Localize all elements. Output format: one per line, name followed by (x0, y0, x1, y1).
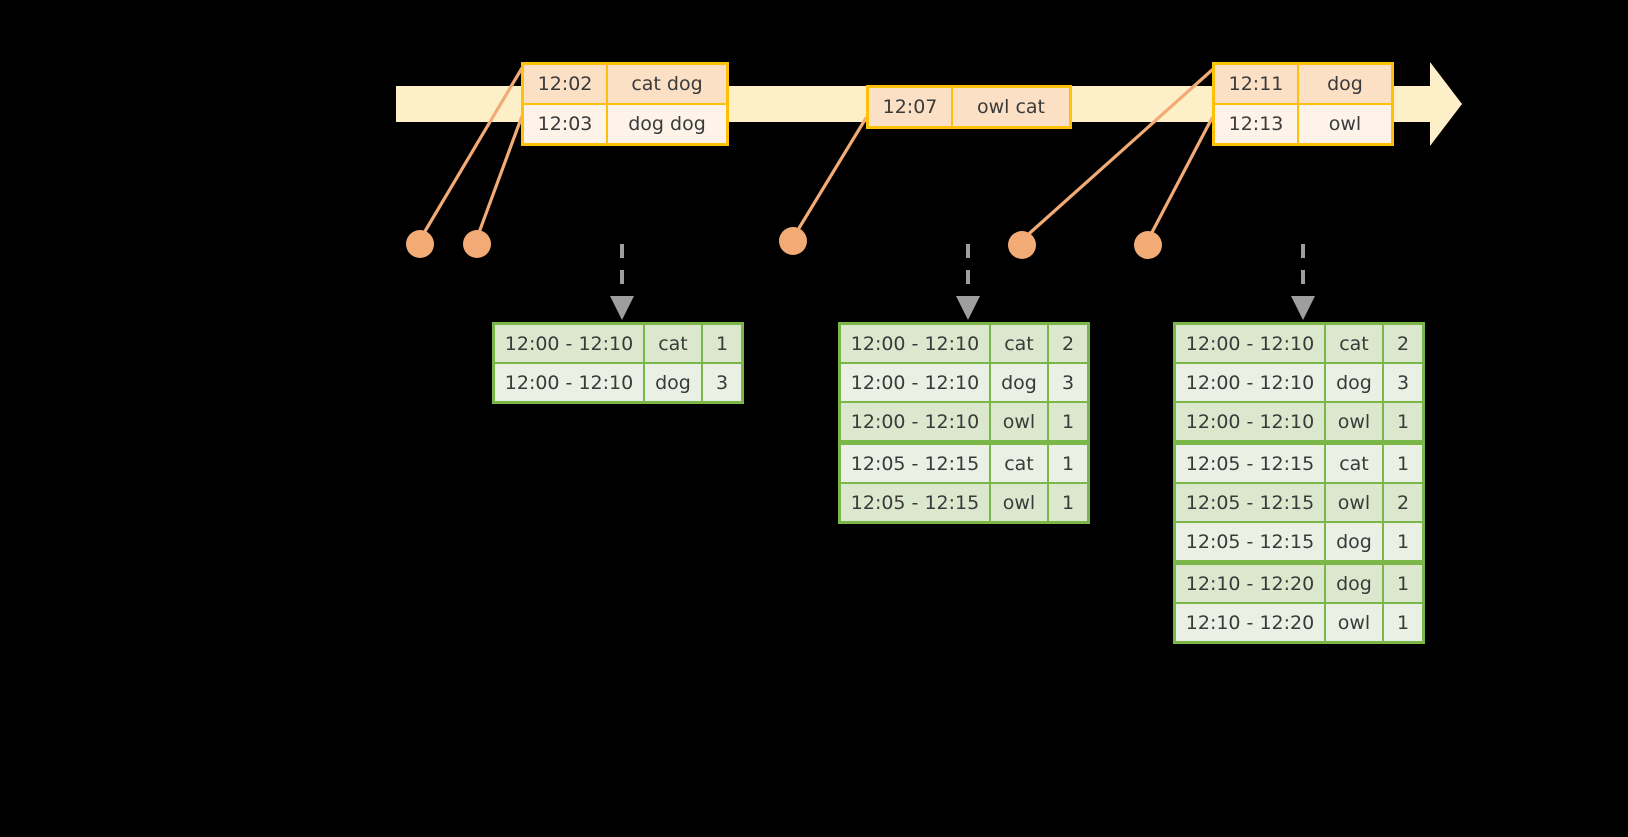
window-cell: 12:00 - 12:10 (841, 364, 989, 401)
stream-dot-5 (1134, 231, 1162, 259)
emit-arrows (610, 244, 1315, 320)
table-row[interactable]: 12:05 - 12:15 dog 1 (1176, 523, 1422, 560)
event-payload: owl cat (976, 96, 1046, 118)
table-row[interactable]: 12:00 - 12:10 cat 2 (841, 325, 1087, 362)
event-time: 12:02 (524, 65, 608, 103)
emit-arrow-2 (956, 244, 980, 320)
result-table-2[interactable]: 12:00 - 12:10 cat 2 12:00 - 12:10 dog 3 … (838, 322, 1090, 524)
stream-dots (406, 227, 1162, 259)
window-cell: 12:05 - 12:15 (1176, 523, 1324, 560)
event-payload: cat dog (631, 73, 703, 95)
table-row[interactable]: 12:10 - 12:20 dog 1 (1176, 562, 1422, 602)
key-cell: dog (991, 364, 1047, 401)
window-cell: 12:05 - 12:15 (1176, 484, 1324, 521)
window-cell: 12:05 - 12:15 (1176, 445, 1324, 482)
window-cell: 12:00 - 12:10 (1176, 325, 1324, 362)
key-cell: dog (1326, 364, 1382, 401)
key-cell: owl (1326, 604, 1382, 641)
key-cell: dog (1326, 523, 1382, 560)
table-row[interactable]: 12:00 - 12:10 dog 3 (1176, 364, 1422, 401)
window-cell: 12:10 - 12:20 (1176, 604, 1324, 641)
table-row[interactable]: 12:00 - 12:10 dog 3 (841, 364, 1087, 401)
key-cell: dog (645, 364, 701, 401)
result-table-1[interactable]: 12:00 - 12:10 cat 1 12:00 - 12:10 dog 3 (492, 322, 744, 404)
key-cell: owl (1326, 403, 1382, 440)
count-cell: 2 (1049, 325, 1087, 362)
event-time: 12:03 (524, 105, 608, 143)
key-cell: cat (645, 325, 701, 362)
event-payload: dog dog (628, 113, 706, 135)
key-cell: owl (991, 484, 1047, 521)
event-row[interactable]: 12:02 cat dog (524, 65, 726, 103)
emit-arrow-3 (1291, 244, 1315, 320)
window-cell: 12:00 - 12:10 (841, 403, 989, 440)
window-cell: 12:00 - 12:10 (495, 364, 643, 401)
table-row[interactable]: 12:05 - 12:15 cat 1 (841, 442, 1087, 482)
window-cell: 12:00 - 12:10 (1176, 403, 1324, 440)
count-cell: 1 (703, 325, 741, 362)
window-cell: 12:00 - 12:10 (841, 325, 989, 362)
table-row[interactable]: 12:10 - 12:20 owl 1 (1176, 604, 1422, 641)
count-cell: 3 (1049, 364, 1087, 401)
key-cell: cat (991, 445, 1047, 482)
result-table-3[interactable]: 12:00 - 12:10 cat 2 12:00 - 12:10 dog 3 … (1173, 322, 1425, 644)
stream-dot-2 (463, 230, 491, 258)
window-cell: 12:00 - 12:10 (495, 325, 643, 362)
event-time: 12:13 (1215, 105, 1299, 143)
event-payload: dog (1327, 73, 1363, 95)
key-cell: dog (1326, 565, 1382, 602)
table-row[interactable]: 12:00 - 12:10 owl 1 (1176, 403, 1422, 440)
count-cell: 1 (1049, 403, 1087, 440)
count-cell: 1 (1384, 604, 1422, 641)
table-row[interactable]: 12:05 - 12:15 cat 1 (1176, 442, 1422, 482)
event-row[interactable]: 12:03 dog dog (524, 103, 726, 143)
table-row[interactable]: 12:00 - 12:10 owl 1 (841, 403, 1087, 440)
count-cell: 1 (1384, 523, 1422, 560)
stream-dot-4 (1008, 231, 1036, 259)
window-cell: 12:10 - 12:20 (1176, 565, 1324, 602)
event-box-2[interactable]: 12:07 owl cat (866, 85, 1072, 129)
count-cell: 3 (703, 364, 741, 401)
key-cell: cat (1326, 325, 1382, 362)
table-row[interactable]: 12:00 - 12:10 dog 3 (495, 364, 741, 401)
count-cell: 1 (1049, 484, 1087, 521)
key-cell: owl (1326, 484, 1382, 521)
count-cell: 1 (1384, 565, 1422, 602)
count-cell: 1 (1049, 445, 1087, 482)
count-cell: 1 (1384, 445, 1422, 482)
event-time: 12:07 (869, 88, 953, 126)
key-cell: cat (1326, 445, 1382, 482)
event-box-3[interactable]: 12:11 dog 12:13 owl (1212, 62, 1394, 146)
event-row[interactable]: 12:07 owl cat (869, 88, 1069, 126)
table-row[interactable]: 12:05 - 12:15 owl 2 (1176, 484, 1422, 521)
window-cell: 12:00 - 12:10 (1176, 364, 1324, 401)
event-time: 12:11 (1215, 65, 1299, 103)
stream-dot-3 (779, 227, 807, 255)
event-payload: owl (1328, 113, 1362, 135)
count-cell: 3 (1384, 364, 1422, 401)
key-cell: owl (991, 403, 1047, 440)
table-row[interactable]: 12:05 - 12:15 owl 1 (841, 484, 1087, 521)
count-cell: 1 (1384, 403, 1422, 440)
count-cell: 2 (1384, 325, 1422, 362)
event-row[interactable]: 12:11 dog (1215, 65, 1391, 103)
event-row[interactable]: 12:13 owl (1215, 103, 1391, 143)
window-cell: 12:05 - 12:15 (841, 445, 989, 482)
table-row[interactable]: 12:00 - 12:10 cat 2 (1176, 325, 1422, 362)
table-row[interactable]: 12:00 - 12:10 cat 1 (495, 325, 741, 362)
count-cell: 2 (1384, 484, 1422, 521)
emit-arrow-1 (610, 244, 634, 320)
key-cell: cat (991, 325, 1047, 362)
event-box-1[interactable]: 12:02 cat dog 12:03 dog dog (521, 62, 729, 146)
stream-dot-1 (406, 230, 434, 258)
window-cell: 12:05 - 12:15 (841, 484, 989, 521)
